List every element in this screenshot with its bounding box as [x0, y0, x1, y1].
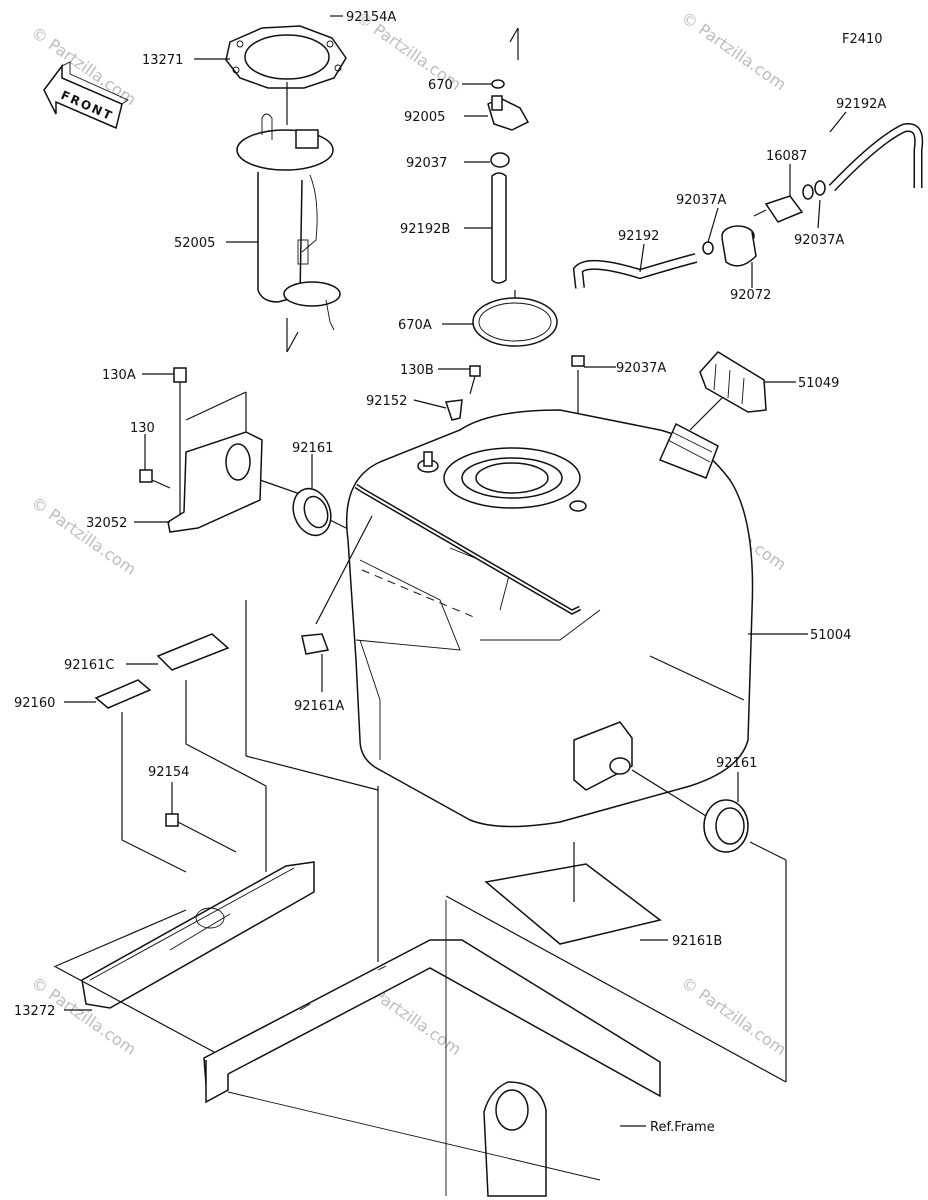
part-labels: 92154A 13271 52005 670 92005 92037 92192…	[14, 10, 886, 1135]
watermark-3: © Partzilla.com	[678, 8, 790, 94]
rail-assembly	[55, 680, 315, 1009]
label-92192B: 92192B	[400, 222, 450, 237]
label-92160: 92160	[14, 696, 55, 711]
label-92072: 92072	[730, 288, 771, 303]
pads	[94, 633, 662, 945]
label-130: 130	[130, 421, 155, 436]
fuel-pump-assembly	[225, 25, 347, 353]
label-670: 670	[428, 78, 453, 93]
label-670A: 670A	[398, 318, 432, 333]
label-92154: 92154	[148, 765, 189, 780]
label-92037A-2: 92037A	[794, 233, 844, 248]
label-51049: 51049	[798, 376, 839, 391]
label-92154A: 92154A	[346, 10, 396, 25]
label-92152: 92152	[366, 394, 407, 409]
label-130B: 130B	[400, 363, 434, 378]
label-92005: 92005	[404, 110, 445, 125]
label-92192A: 92192A	[836, 97, 886, 112]
breather-hoses	[571, 122, 924, 500]
label-92037A-1: 92037A	[676, 193, 726, 208]
label-92192: 92192	[618, 229, 659, 244]
label-51004: 51004	[810, 628, 851, 643]
label-13271: 13271	[142, 53, 183, 68]
fuel-tank	[345, 409, 754, 828]
watermark-8: © Partzilla.com	[678, 973, 790, 1059]
label-16087: 16087	[766, 149, 807, 164]
label-52005: 52005	[174, 236, 215, 251]
grommet-bottom	[631, 769, 749, 853]
frame	[53, 600, 787, 1197]
label-92037A-3: 92037A	[616, 361, 666, 376]
label-130A: 130A	[102, 368, 136, 383]
fuel-cap	[689, 351, 767, 431]
label-92161C: 92161C	[64, 658, 114, 673]
label-92161-bottom: 92161	[716, 756, 757, 771]
fuel-fitting-parts	[472, 27, 558, 347]
leader-lines	[64, 15, 847, 1127]
watermark-4: © Partzilla.com	[28, 493, 140, 579]
grommet-top	[292, 487, 351, 537]
tank-fasteners	[301, 365, 481, 655]
label-13272: 13272	[14, 1004, 55, 1019]
label-92161A: 92161A	[294, 699, 344, 714]
label-32052: 32052	[86, 516, 127, 531]
figure-code: F2410	[842, 32, 883, 47]
label-ref-frame: Ref.Frame	[650, 1120, 715, 1135]
bracket-assembly	[139, 367, 301, 533]
label-92037: 92037	[406, 156, 447, 171]
label-92161B: 92161B	[672, 934, 722, 949]
label-92161-top: 92161	[292, 441, 333, 456]
